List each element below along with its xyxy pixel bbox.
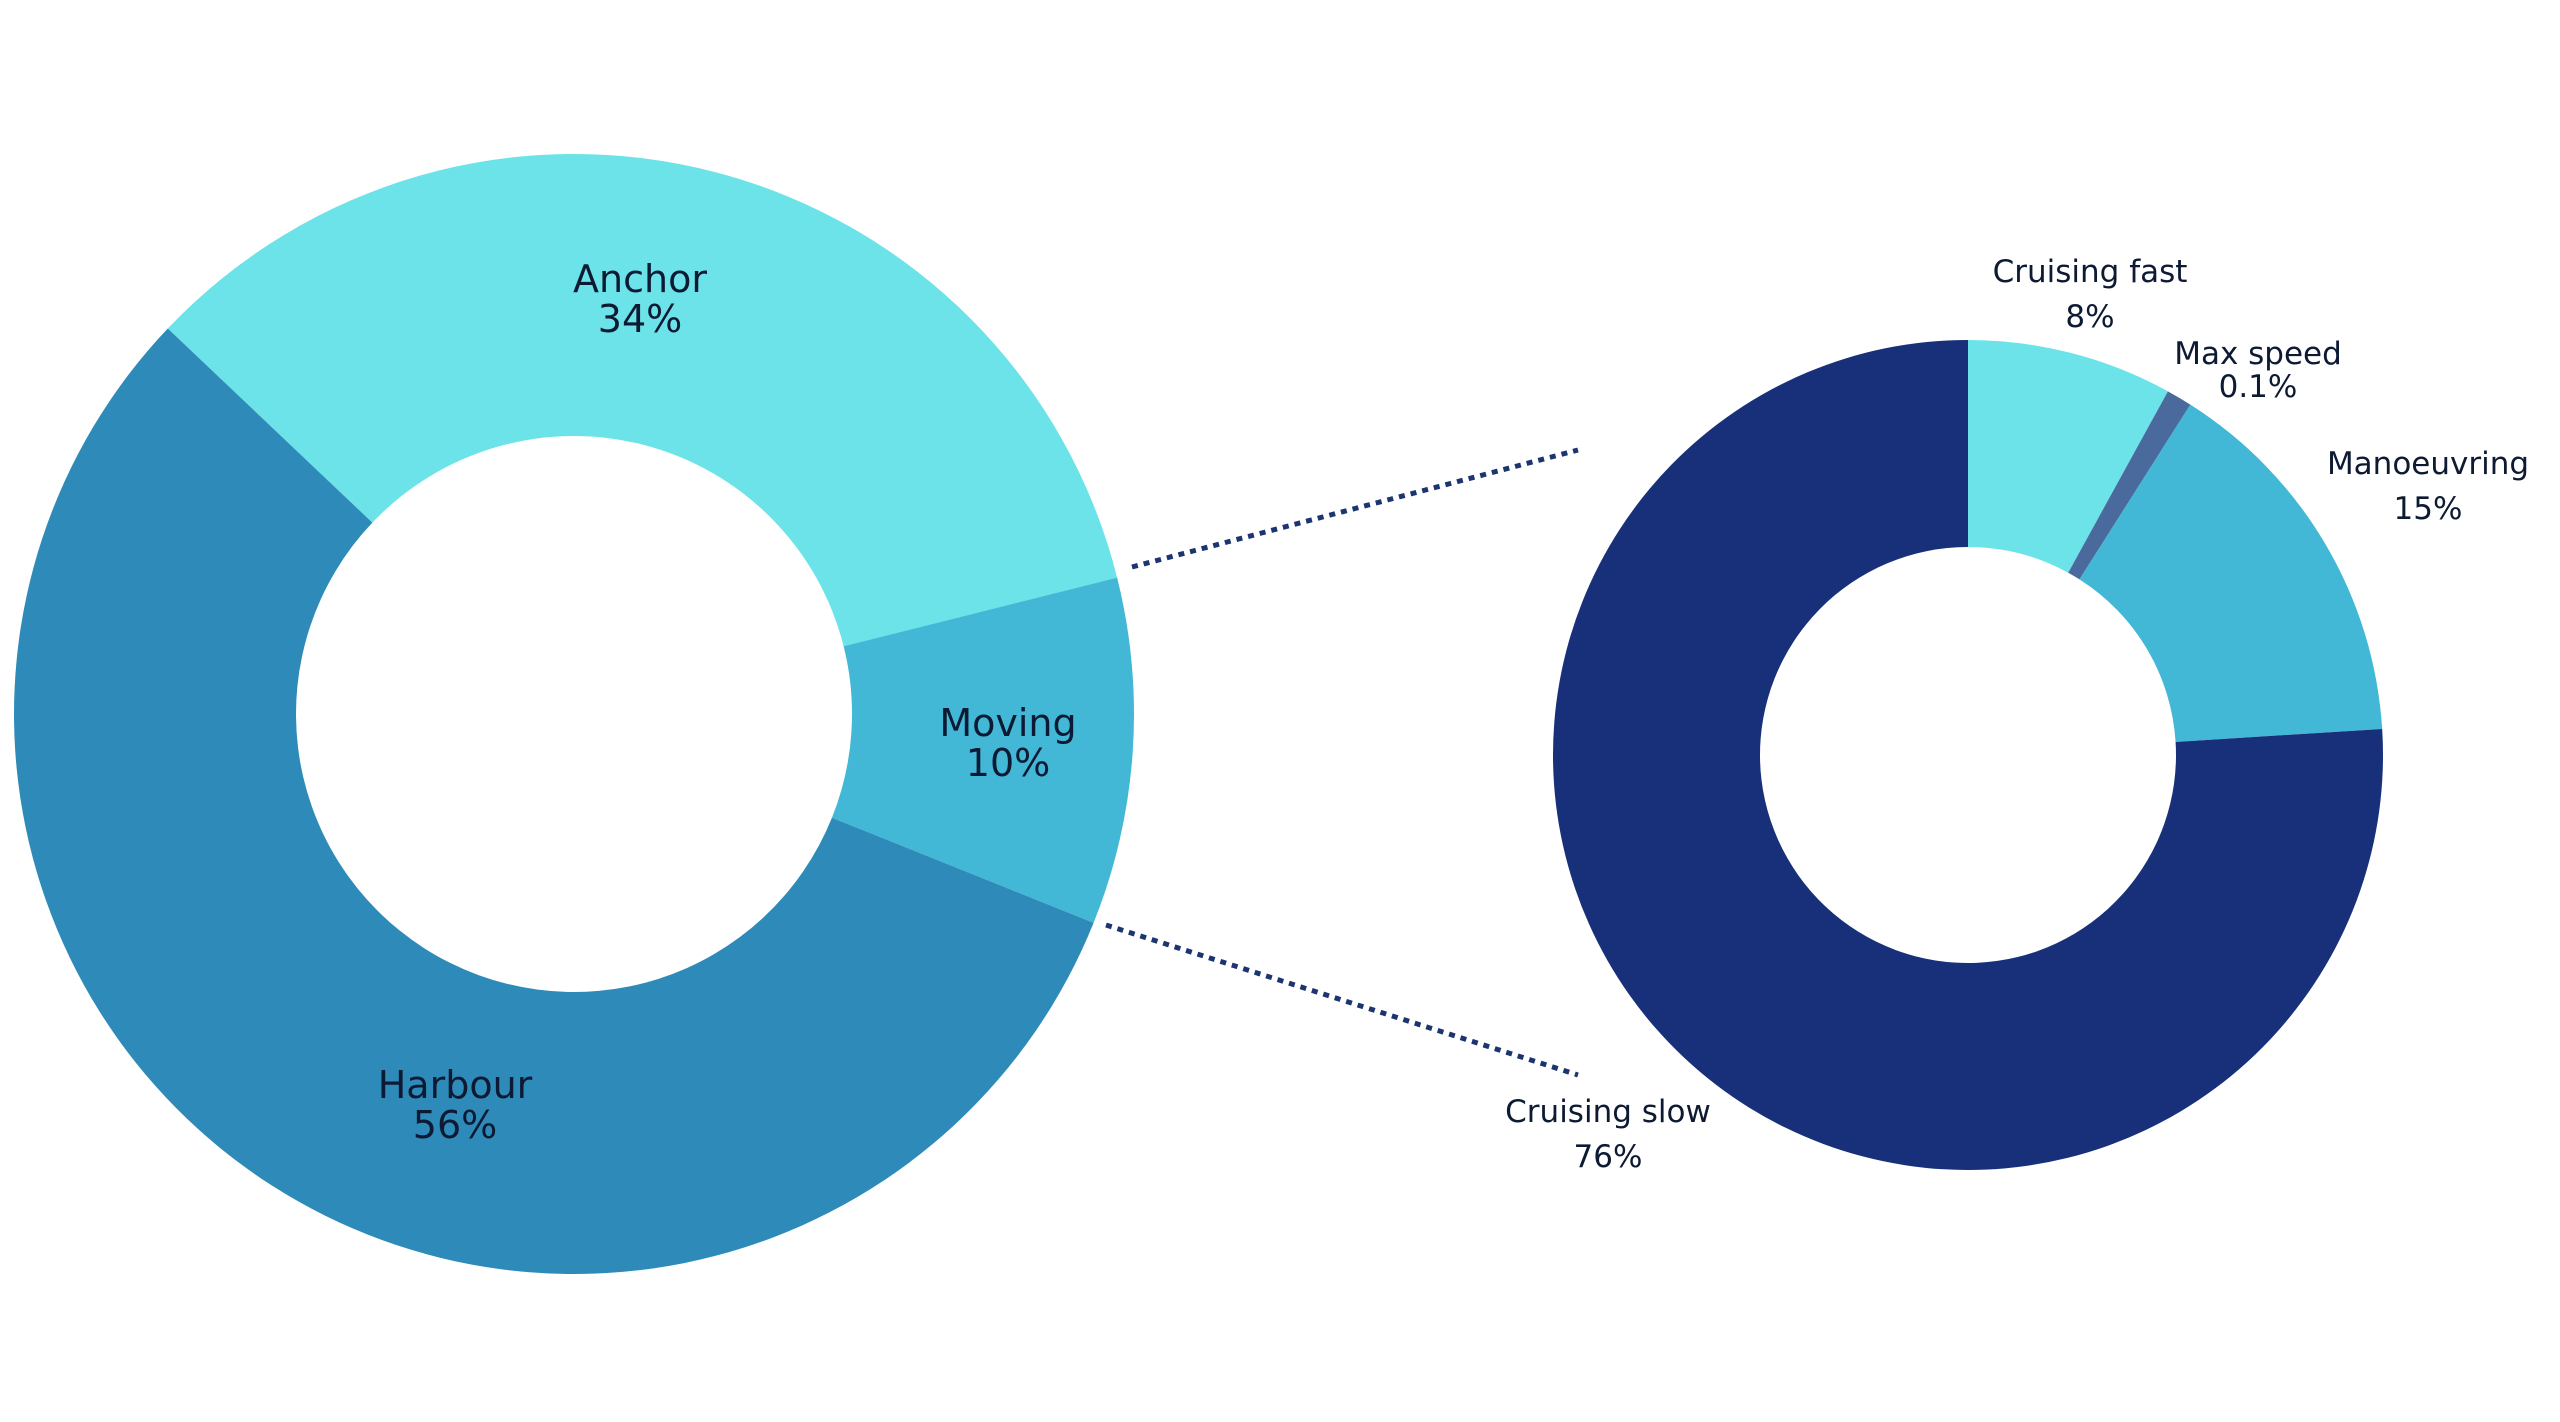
slice-label: Cruising slow bbox=[1505, 1094, 1711, 1130]
slice-value-label: 8% bbox=[2065, 299, 2114, 335]
slice-label: Max speed bbox=[2174, 336, 2342, 372]
slice-max-speed bbox=[2068, 391, 2191, 580]
slice-cruising-slow bbox=[1553, 339, 2383, 1171]
slice-label: Anchor bbox=[573, 257, 707, 301]
slice-label: Moving bbox=[939, 701, 1076, 745]
slice-moving bbox=[831, 577, 1134, 923]
slice-cruising-fast bbox=[1968, 340, 2168, 573]
main-label-harbour: Harbour 56% bbox=[378, 1063, 533, 1147]
slice-manoeuvring bbox=[2079, 404, 2383, 742]
slice-value-label: 76% bbox=[1574, 1139, 1643, 1175]
main-label-anchor: Anchor 34% bbox=[573, 257, 707, 341]
main-donut bbox=[13, 154, 1134, 1274]
detail-label-cruising-fast: Cruising fast 8% bbox=[1993, 254, 2188, 335]
connector-lines bbox=[1105, 447, 1579, 1078]
detail-label-manoeuvring: Manoeuvring 15% bbox=[2327, 446, 2529, 527]
connector-top bbox=[1131, 447, 1579, 570]
slice-value-label: 15% bbox=[2394, 491, 2463, 527]
main-label-moving: Moving 10% bbox=[939, 701, 1076, 785]
slice-label: Manoeuvring bbox=[2327, 446, 2529, 482]
slice-label: Cruising fast bbox=[1993, 254, 2188, 290]
detail-donut bbox=[1553, 339, 2383, 1171]
slice-value-label: 34% bbox=[598, 297, 682, 341]
slice-value-label: 56% bbox=[413, 1103, 497, 1147]
slice-anchor bbox=[167, 154, 1118, 647]
slice-value-label: 10% bbox=[966, 741, 1050, 785]
detail-label-max-speed: Max speed 0.1% bbox=[2174, 336, 2342, 405]
slice-value-label: 0.1% bbox=[2219, 369, 2298, 405]
connector-bottom bbox=[1105, 922, 1579, 1078]
detail-label-cruising-slow: Cruising slow 76% bbox=[1505, 1094, 1711, 1175]
slice-harbour bbox=[13, 328, 1094, 1274]
slice-label: Harbour bbox=[378, 1063, 533, 1107]
